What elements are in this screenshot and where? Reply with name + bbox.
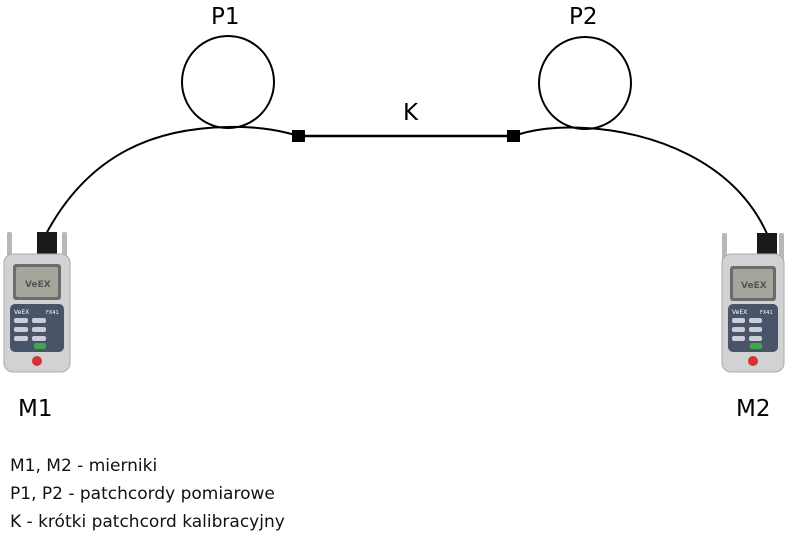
label-p2: P2 bbox=[569, 4, 598, 30]
patchcord-loop-p2 bbox=[538, 36, 632, 130]
legend-item-patchcords: P1, P2 - patchcordy pomiarowe bbox=[10, 484, 275, 504]
label-m2: M2 bbox=[736, 396, 770, 422]
meter-m2: VeEX VeEX FX41 bbox=[721, 233, 785, 373]
legend: M1, M2 - mierniki P1, P2 - patchcordy po… bbox=[10, 452, 285, 536]
svg-text:VeEX: VeEX bbox=[25, 280, 51, 290]
svg-text:VeEX: VeEX bbox=[741, 281, 767, 291]
svg-text:VeEX: VeEX bbox=[14, 309, 29, 316]
connector-right bbox=[507, 130, 520, 142]
meter-m1: VeEX VeEX FX41 bbox=[3, 232, 71, 373]
connector-left bbox=[292, 130, 305, 142]
svg-text:FX41: FX41 bbox=[760, 310, 773, 316]
label-m1: M1 bbox=[18, 396, 52, 422]
legend-item-meters: M1, M2 - mierniki bbox=[10, 456, 158, 476]
fiber-left bbox=[44, 125, 300, 237]
svg-text:FX41: FX41 bbox=[46, 310, 59, 316]
label-k: K bbox=[403, 100, 419, 126]
label-p1: P1 bbox=[211, 4, 240, 30]
legend-item-calibration: K - krótki patchcord kalibracyjny bbox=[10, 512, 285, 532]
patchcord-loop-p1 bbox=[181, 35, 275, 129]
fiber-right bbox=[513, 126, 769, 237]
svg-text:VeEX: VeEX bbox=[732, 309, 747, 316]
